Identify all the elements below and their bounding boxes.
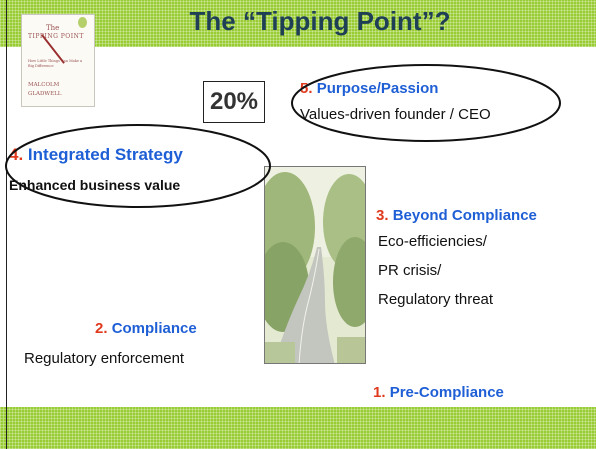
road-line xyxy=(298,248,320,363)
stage-5-description: Values-driven founder / CEO xyxy=(300,106,491,123)
stage-4-label: Integrated Strategy xyxy=(27,145,183,164)
stage-3-description-line2: PR crisis/ xyxy=(378,262,442,279)
stage-3-number: 3. xyxy=(376,207,389,224)
stage-2-heading: 2. Compliance xyxy=(95,320,197,337)
book-title-line2: TIPPING POINT xyxy=(28,33,84,40)
road-surface xyxy=(273,247,335,363)
stage-3-heading: 3. Beyond Compliance xyxy=(376,207,537,224)
bottom-band xyxy=(0,407,596,449)
stage-4-description: Enhanced business value xyxy=(9,177,181,193)
book-author-line2: GLADWELL xyxy=(28,91,62,97)
stage-2-description: Regulatory enforcement xyxy=(24,350,185,367)
strategy-highlight-ellipse xyxy=(5,124,271,208)
book-title-line1: The xyxy=(46,24,60,32)
road-photo xyxy=(264,166,366,364)
grass-right xyxy=(337,337,365,363)
stage-4-number: 4. xyxy=(9,145,24,164)
book-subtitle: How Little Things Can Make a Big Differe… xyxy=(28,59,83,68)
title-band xyxy=(0,0,596,47)
purpose-highlight-ellipse xyxy=(291,64,561,142)
book-cover-image: The TIPPING POINT How Little Things Can … xyxy=(21,14,95,107)
match-flame-icon xyxy=(78,17,87,28)
stage-4-heading: 4. Integrated Strategy xyxy=(9,145,183,165)
grass-left xyxy=(265,342,295,363)
stage-1-label: Pre-Compliance xyxy=(389,384,504,401)
stage-5-label: Purpose/Passion xyxy=(316,80,439,97)
stage-3-description-line1: Eco-efficiencies/ xyxy=(378,233,487,250)
stage-2-label: Compliance xyxy=(111,320,197,337)
percent-box: 20% xyxy=(203,81,265,123)
stage-1-heading: 1. Pre-Compliance xyxy=(373,384,504,401)
tree-right-lower xyxy=(333,237,365,327)
left-border-line xyxy=(6,0,7,449)
slide-title: The “Tipping Point”? xyxy=(189,6,451,36)
road-photo-graphic xyxy=(265,167,365,363)
stage-2-number: 2. xyxy=(95,320,108,337)
book-author-line1: MALCOLM xyxy=(28,82,60,88)
stage-3-description-line3: Regulatory threat xyxy=(378,291,494,308)
stage-3-label: Beyond Compliance xyxy=(392,207,537,224)
stage-1-number: 1. xyxy=(373,384,386,401)
